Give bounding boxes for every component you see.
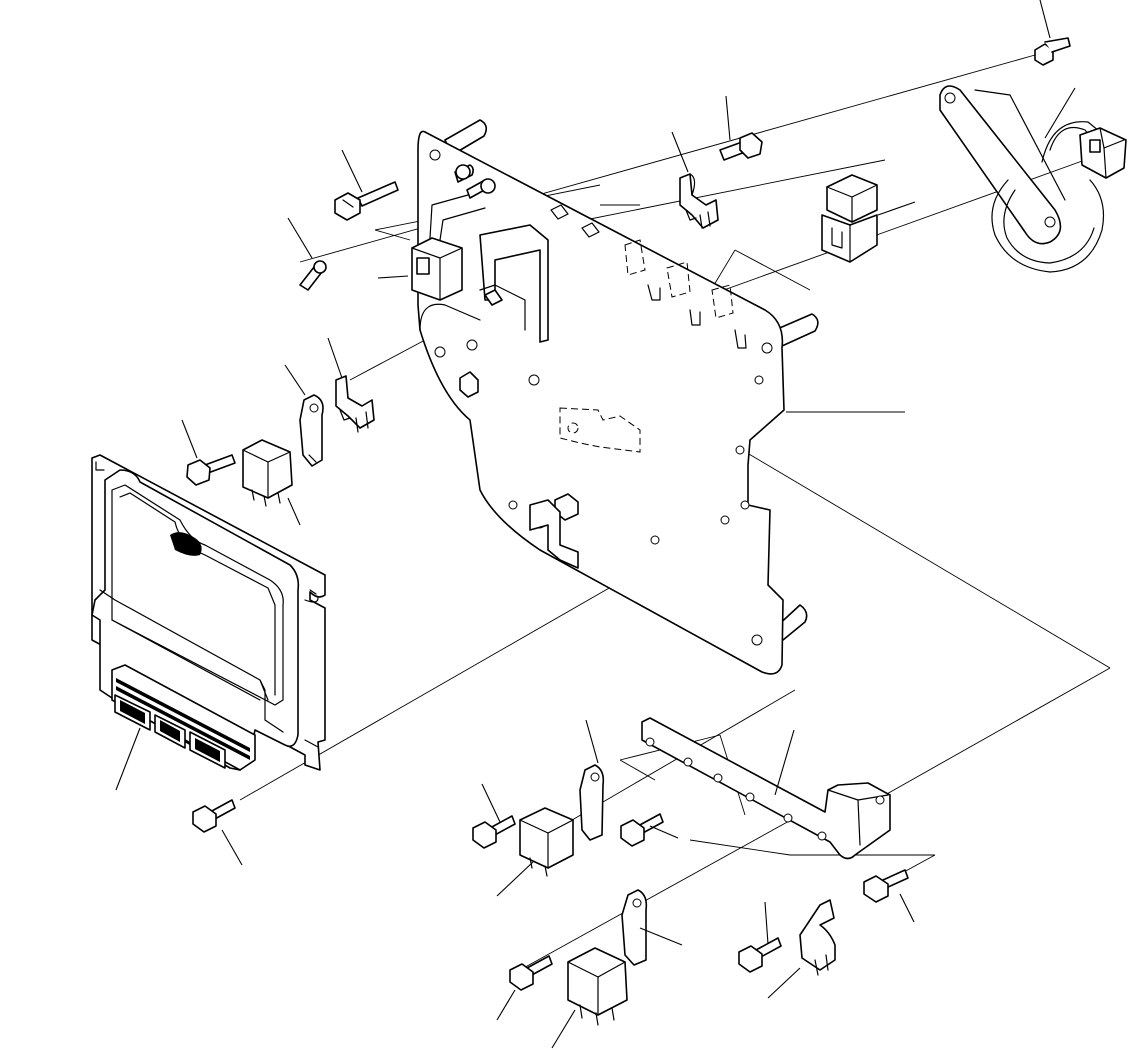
- switch-relay-lower: [800, 900, 835, 975]
- bolt-lower-c: [864, 870, 908, 902]
- pin-screw: [300, 261, 326, 290]
- bolt-controller: [193, 800, 235, 832]
- bolt-top-right: [1035, 38, 1070, 65]
- bolt-lower-b: [621, 814, 663, 846]
- bolt-lower-a: [473, 816, 515, 848]
- mounting-bracket-plate: [418, 120, 818, 674]
- switch-relay-top: [680, 174, 718, 228]
- controller-unit: [92, 455, 325, 770]
- bolt-upper-left: [335, 182, 398, 220]
- bolt-lower-d: [739, 938, 781, 972]
- relay-lower-a: [520, 765, 603, 876]
- wire-harness-clamp: [940, 86, 1126, 272]
- bolts: [187, 38, 1070, 990]
- lower-relay-bracket: [642, 718, 890, 859]
- leader-lines: [116, 0, 1075, 1048]
- connector-block: [822, 175, 877, 262]
- switch-relay-left: [336, 376, 374, 432]
- connector-socket: [412, 195, 485, 300]
- screw-pair: [455, 165, 495, 198]
- switch-relays: [336, 174, 835, 975]
- relays: [243, 195, 646, 1025]
- relay-lower-b: [568, 890, 646, 1025]
- relay-left: [243, 395, 323, 506]
- bolt-left-relay: [187, 455, 235, 485]
- bolt-lower-e: [510, 956, 552, 990]
- bolt-top-middle: [720, 133, 762, 160]
